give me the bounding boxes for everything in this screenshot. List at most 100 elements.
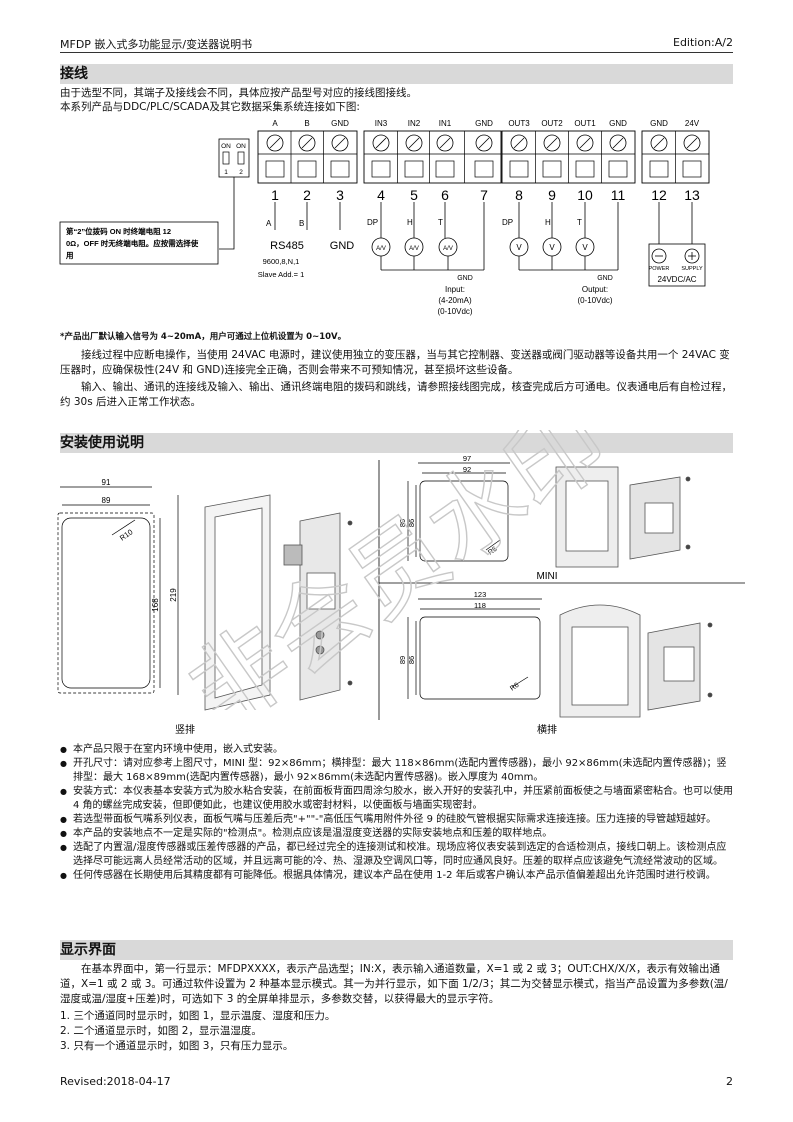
horizontal-height-outer: 89 xyxy=(398,656,407,664)
horizontal-width-outer: 123 xyxy=(474,590,487,599)
output-label: Output: xyxy=(582,285,608,294)
dip-num-2: 2 xyxy=(239,169,243,176)
wiring-para-2: 输入、输出、通讯的连接线及输入、输出、通讯终端电阻的拨码和跳线，请参照接线图完成… xyxy=(60,381,732,408)
power-wiring xyxy=(648,202,706,287)
terminal-label: IN3 xyxy=(375,119,388,128)
terminal-number: 9 xyxy=(548,187,556,203)
input-range-ma: (4-20mA) xyxy=(438,296,472,305)
terminal-clamp xyxy=(542,160,562,178)
vertical-height-outer: 219 xyxy=(169,588,178,602)
output-h-label: H xyxy=(545,218,551,227)
display-item-3: 3. 只有一个通道显示时，如图 3，只有压力显示。 xyxy=(60,1040,294,1052)
terminal-screw-slot xyxy=(579,137,591,149)
wiring-para-1: 接线过程中应断电操作，当使用 24VAC 电源时，建议使用独立的变压器，当与其它… xyxy=(60,349,730,376)
vertical-width-outer: 91 xyxy=(102,478,111,487)
input-gnd-label: GND xyxy=(457,275,473,282)
terminal-number: 4 xyxy=(377,187,385,203)
horizontal-product xyxy=(559,604,713,718)
terminal-number: 12 xyxy=(651,187,667,203)
output-dp-label: DP xyxy=(502,218,513,227)
rs485-label: RS485 xyxy=(270,240,304,252)
rs485-wiring: A B RS485 9600,8,N,1 Slave Add.= 1 GND xyxy=(258,202,355,279)
terminal-screw-slot xyxy=(301,137,313,149)
install-bullet-item: 若选型带面板气嘴系列仪表，面板气嘴与压差后壳"+""-"高低压气嘴用附件外径 9… xyxy=(60,813,733,827)
wiring-intro-1: 由于选型不同，其端子及接线会不同，具体应按产品型号对应的接线图接线。 xyxy=(60,87,417,99)
horizontal-radius: R6 xyxy=(509,682,520,693)
mini-width-inner: 92 xyxy=(463,465,471,474)
terminal-clamp xyxy=(474,160,494,178)
horizontal-height-inner: 86 xyxy=(407,656,416,664)
terminal-label: A xyxy=(272,119,278,128)
install-bullet-item: 任何传感器在长期使用后其精度都有可能降低。根据具体情况，建议本产品在使用 1-2… xyxy=(60,869,733,883)
input-range-v: (0-10Vdc) xyxy=(437,307,472,316)
terminal-screw-slot xyxy=(686,137,698,149)
terminal-number: 7 xyxy=(480,187,488,203)
terminal-screw-slot xyxy=(334,137,346,149)
terminal-number: 6 xyxy=(441,187,449,203)
terminal-clamp xyxy=(509,160,529,178)
gnd-label: GND xyxy=(330,240,355,252)
terminal-label: GND xyxy=(475,119,493,128)
terminal-number: 2 xyxy=(303,187,311,203)
mini-product xyxy=(555,466,691,568)
terminal-number: 8 xyxy=(515,187,523,203)
display-item-2: 2. 二个通道显示时，如图 2，显示温湿度。 xyxy=(60,1025,262,1037)
power-spec: 24VDC/AC xyxy=(657,275,696,284)
footer-revised: Revised:2018-04-17 xyxy=(60,1075,171,1088)
terminal-label: GND xyxy=(650,119,668,128)
horizontal-caption: 横排 xyxy=(537,723,557,736)
vertical-product-panel xyxy=(204,494,353,711)
terminal-clamp xyxy=(330,160,350,178)
input-dp-label: DP xyxy=(367,218,378,227)
output-meter-1: V xyxy=(516,243,522,252)
terminal-label: B xyxy=(304,119,309,128)
supply-label: SUPPLY xyxy=(681,266,703,272)
terminal-screw-slot xyxy=(439,137,451,149)
output-meter-2: V xyxy=(549,243,555,252)
install-bullet-item: 本产品只限于在室内环境中使用，嵌入式安装。 xyxy=(60,743,733,757)
output-wiring xyxy=(509,202,619,271)
input-wiring xyxy=(371,202,485,271)
power-label: POWER xyxy=(649,266,670,272)
section-display-title: 显示界面 xyxy=(60,940,733,960)
terminal-clamp xyxy=(297,160,317,178)
dip-note-box: 第“2”位拨码 ON 时终端电阻 12 0Ω，OFF 时无终端电阻。应按需选择使… xyxy=(59,221,219,265)
display-para-1: 在基本界面中，第一行显示：MFDPXXXX，表示产品选型；IN:X，表示输入通道… xyxy=(60,963,728,1005)
terminal-label: IN1 xyxy=(439,119,452,128)
terminal-blocks: A1B2GND3IN34IN25IN16GND7OUT38OUT29OUT110… xyxy=(257,119,710,203)
wiring-diagram: A1B2GND3IN34IN25IN16GND7OUT38OUT29OUT110… xyxy=(59,119,710,316)
section-wiring-title: 接线 xyxy=(60,64,733,84)
display-item-1: 1. 三个通道同时显示时，如图 1，显示温度、湿度和压力。 xyxy=(60,1010,336,1022)
terminal-label: GND xyxy=(331,119,349,128)
output-gnd-label: GND xyxy=(597,275,613,282)
input-meter-3: A/V xyxy=(443,246,453,252)
rs485-address: Slave Add.= 1 xyxy=(258,270,305,279)
rs485-a-label: A xyxy=(266,219,272,228)
mini-width-outer: 97 xyxy=(463,455,471,463)
vertical-height-inner: 168 xyxy=(151,598,160,612)
mini-dimension-drawing xyxy=(407,462,510,562)
input-t-label: T xyxy=(438,218,443,227)
install-bullet-item: 选配了内置温/湿度传感器或压差传感器的产品，都已经过完全的连接测试和校准。现场应… xyxy=(60,841,733,869)
vertical-caption: 竖排 xyxy=(175,723,195,736)
input-label: Input: xyxy=(445,285,465,294)
horizontal-width-inner: 118 xyxy=(474,601,486,610)
terminal-number: 11 xyxy=(611,187,626,203)
dip-switch: ON ON 1 2 xyxy=(218,138,250,250)
input-meter-1: A/V xyxy=(376,246,386,252)
wiring-intro-2: 本系列产品与DDC/PLC/SCADA及其它数据采集系统连接如下图: xyxy=(60,101,360,113)
terminal-clamp xyxy=(575,160,595,178)
terminal-clamp xyxy=(608,160,628,178)
terminal-clamp xyxy=(435,160,455,178)
terminal-screw-slot xyxy=(269,137,281,149)
input-h-label: H xyxy=(407,218,413,227)
page-header: MFDP 嵌入式多功能显示/变送器说明书 Edition:A/2 xyxy=(60,34,733,53)
dip-num-1: 1 xyxy=(224,169,228,176)
mini-height-inner: 86 xyxy=(407,519,416,527)
terminal-number: 13 xyxy=(684,187,700,203)
header-title: MFDP 嵌入式多功能显示/变送器说明书 xyxy=(60,38,253,51)
mini-radius: R6 xyxy=(487,546,498,557)
terminal-label: OUT2 xyxy=(541,119,563,128)
mini-caption: MINI xyxy=(536,571,557,582)
horizontal-dimension-drawing xyxy=(407,598,542,700)
